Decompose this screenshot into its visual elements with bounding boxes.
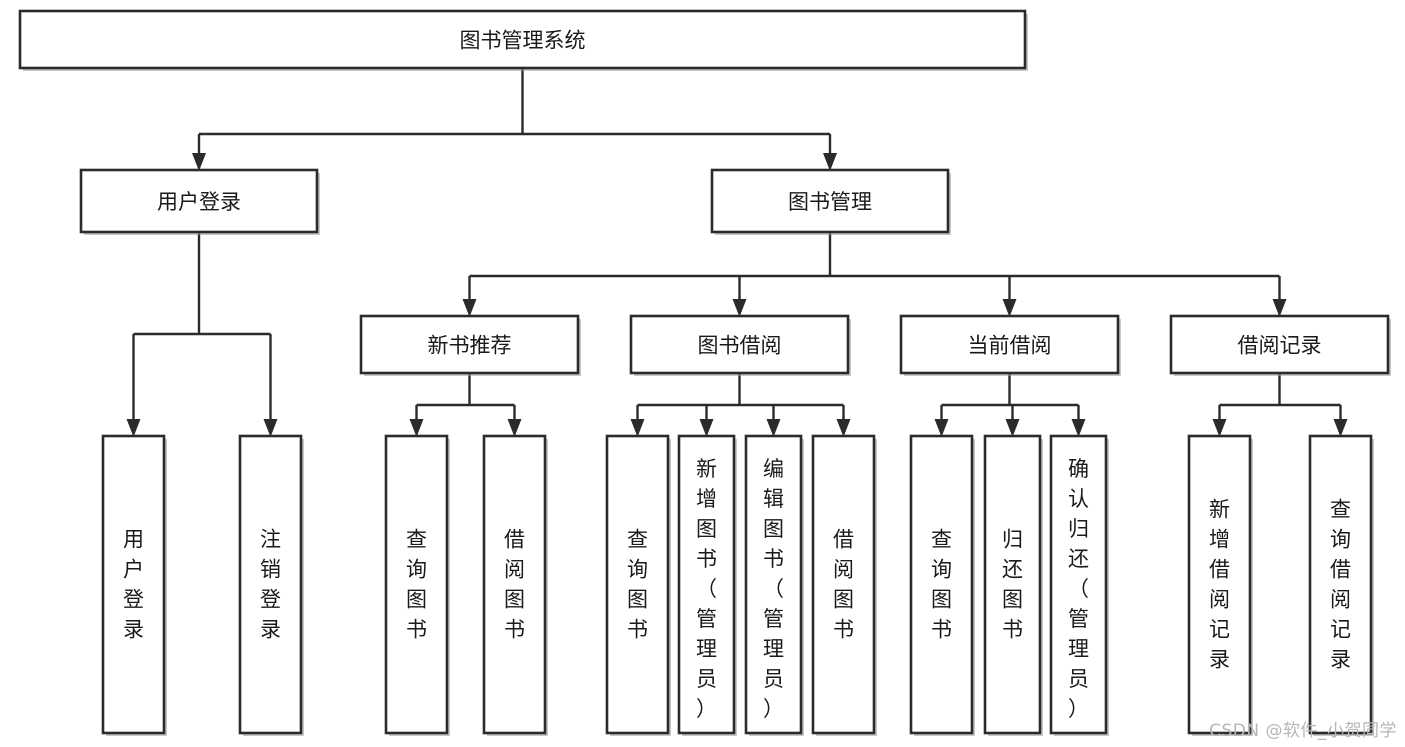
edge-group-newbook (409, 373, 522, 437)
edge-group-bookmgmt (462, 232, 1287, 317)
node-leaf-new-2[interactable]: 借阅图书 (482, 434, 548, 736)
node-leaf-cur-3[interactable]: 确认归还（管理员） (1049, 434, 1109, 736)
nodes-layer: 图书管理系统用户登录图书管理新书推荐图书借阅当前借阅借阅记录用户登录注销登录查询… (18, 9, 1391, 736)
node-label: 图书管理系统 (460, 29, 586, 53)
node-borrow[interactable]: 图书借阅 (629, 314, 851, 376)
edge-arrowhead (263, 419, 278, 437)
edge-group-root (192, 68, 837, 171)
edge-group-login (126, 232, 278, 437)
node-leaf-rec-1[interactable]: 新增借阅记录 (1187, 434, 1253, 736)
edge-group-current (934, 373, 1086, 437)
edge-arrowhead (126, 419, 141, 437)
edge-arrowhead (1071, 419, 1086, 437)
node-newbook[interactable]: 新书推荐 (359, 314, 581, 376)
node-box[interactable] (384, 434, 449, 735)
edge-arrowhead (1212, 419, 1227, 437)
node-leaf-login-2[interactable]: 注销登录 (238, 434, 304, 736)
node-box[interactable] (79, 168, 319, 234)
node-label: 归还图书 (1002, 528, 1023, 642)
edge-arrowhead (823, 153, 837, 171)
edge-arrowhead (462, 299, 477, 317)
node-box[interactable] (983, 434, 1042, 735)
node-box[interactable] (899, 314, 1120, 375)
node-box[interactable] (1169, 314, 1390, 375)
node-box[interactable] (359, 314, 580, 375)
node-current[interactable]: 当前借阅 (899, 314, 1121, 376)
node-box[interactable] (18, 9, 1027, 70)
node-label: 新增借阅记录 (1209, 498, 1230, 672)
edge-arrowhead (699, 419, 714, 437)
node-box[interactable] (677, 434, 736, 735)
edge-arrowhead (732, 299, 747, 317)
node-leaf-bor-3[interactable]: 编辑图书（管理员） (744, 434, 804, 736)
edge-arrowhead (934, 419, 949, 437)
node-label: 借阅记录 (1238, 334, 1322, 358)
node-login[interactable]: 用户登录 (79, 168, 320, 235)
node-box[interactable] (1049, 434, 1108, 735)
node-box[interactable] (909, 434, 974, 735)
node-label: 查询图书 (406, 528, 427, 642)
edge-arrowhead (766, 419, 781, 437)
node-label: 编辑图书（管理员） (763, 457, 784, 721)
node-label: 新书推荐 (428, 334, 512, 358)
node-label: 图书借阅 (698, 334, 782, 358)
node-box[interactable] (1187, 434, 1252, 735)
node-label: 确认归还（管理员） (1068, 457, 1089, 721)
edge-arrowhead (1002, 299, 1017, 317)
node-label: 新增图书（管理员） (696, 457, 717, 721)
node-label: 查询图书 (627, 528, 648, 642)
edges-layer (126, 68, 1348, 437)
node-leaf-cur-1[interactable]: 查询图书 (909, 434, 975, 736)
edge-arrowhead (409, 419, 424, 437)
node-label: 图书管理 (788, 190, 872, 214)
node-box[interactable] (1308, 434, 1373, 735)
edge-arrowhead (1005, 419, 1020, 437)
node-box[interactable] (811, 434, 876, 735)
node-label: 借阅图书 (504, 528, 525, 642)
edge-group-records (1212, 373, 1348, 437)
edge-arrowhead (836, 419, 851, 437)
node-box[interactable] (629, 314, 850, 375)
node-leaf-bor-2[interactable]: 新增图书（管理员） (677, 434, 737, 736)
node-label: 用户登录 (123, 528, 144, 642)
node-leaf-bor-4[interactable]: 借阅图书 (811, 434, 877, 736)
node-box[interactable] (710, 168, 950, 234)
node-box[interactable] (482, 434, 547, 735)
edge-arrowhead (630, 419, 645, 437)
node-box[interactable] (744, 434, 803, 735)
node-label: 借阅图书 (833, 528, 854, 642)
node-leaf-rec-2[interactable]: 查询借阅记录 (1308, 434, 1374, 736)
node-box[interactable] (101, 434, 166, 735)
node-leaf-login-1[interactable]: 用户登录 (101, 434, 167, 736)
edge-arrowhead (507, 419, 522, 437)
node-box[interactable] (238, 434, 303, 735)
node-leaf-new-1[interactable]: 查询图书 (384, 434, 450, 736)
edge-arrowhead (192, 153, 206, 171)
node-label: 当前借阅 (968, 334, 1052, 358)
node-leaf-cur-2[interactable]: 归还图书 (983, 434, 1043, 736)
node-label: 注销登录 (260, 528, 281, 642)
edge-arrowhead (1272, 299, 1287, 317)
node-label: 查询图书 (931, 528, 952, 642)
node-records[interactable]: 借阅记录 (1169, 314, 1391, 376)
node-box[interactable] (605, 434, 670, 735)
node-label: 查询借阅记录 (1330, 498, 1351, 672)
edge-arrowhead (1333, 419, 1348, 437)
node-bookmgmt[interactable]: 图书管理 (710, 168, 951, 235)
node-leaf-bor-1[interactable]: 查询图书 (605, 434, 671, 736)
edge-group-borrow (630, 373, 851, 437)
node-label: 用户登录 (157, 190, 241, 214)
node-root[interactable]: 图书管理系统 (18, 9, 1028, 71)
